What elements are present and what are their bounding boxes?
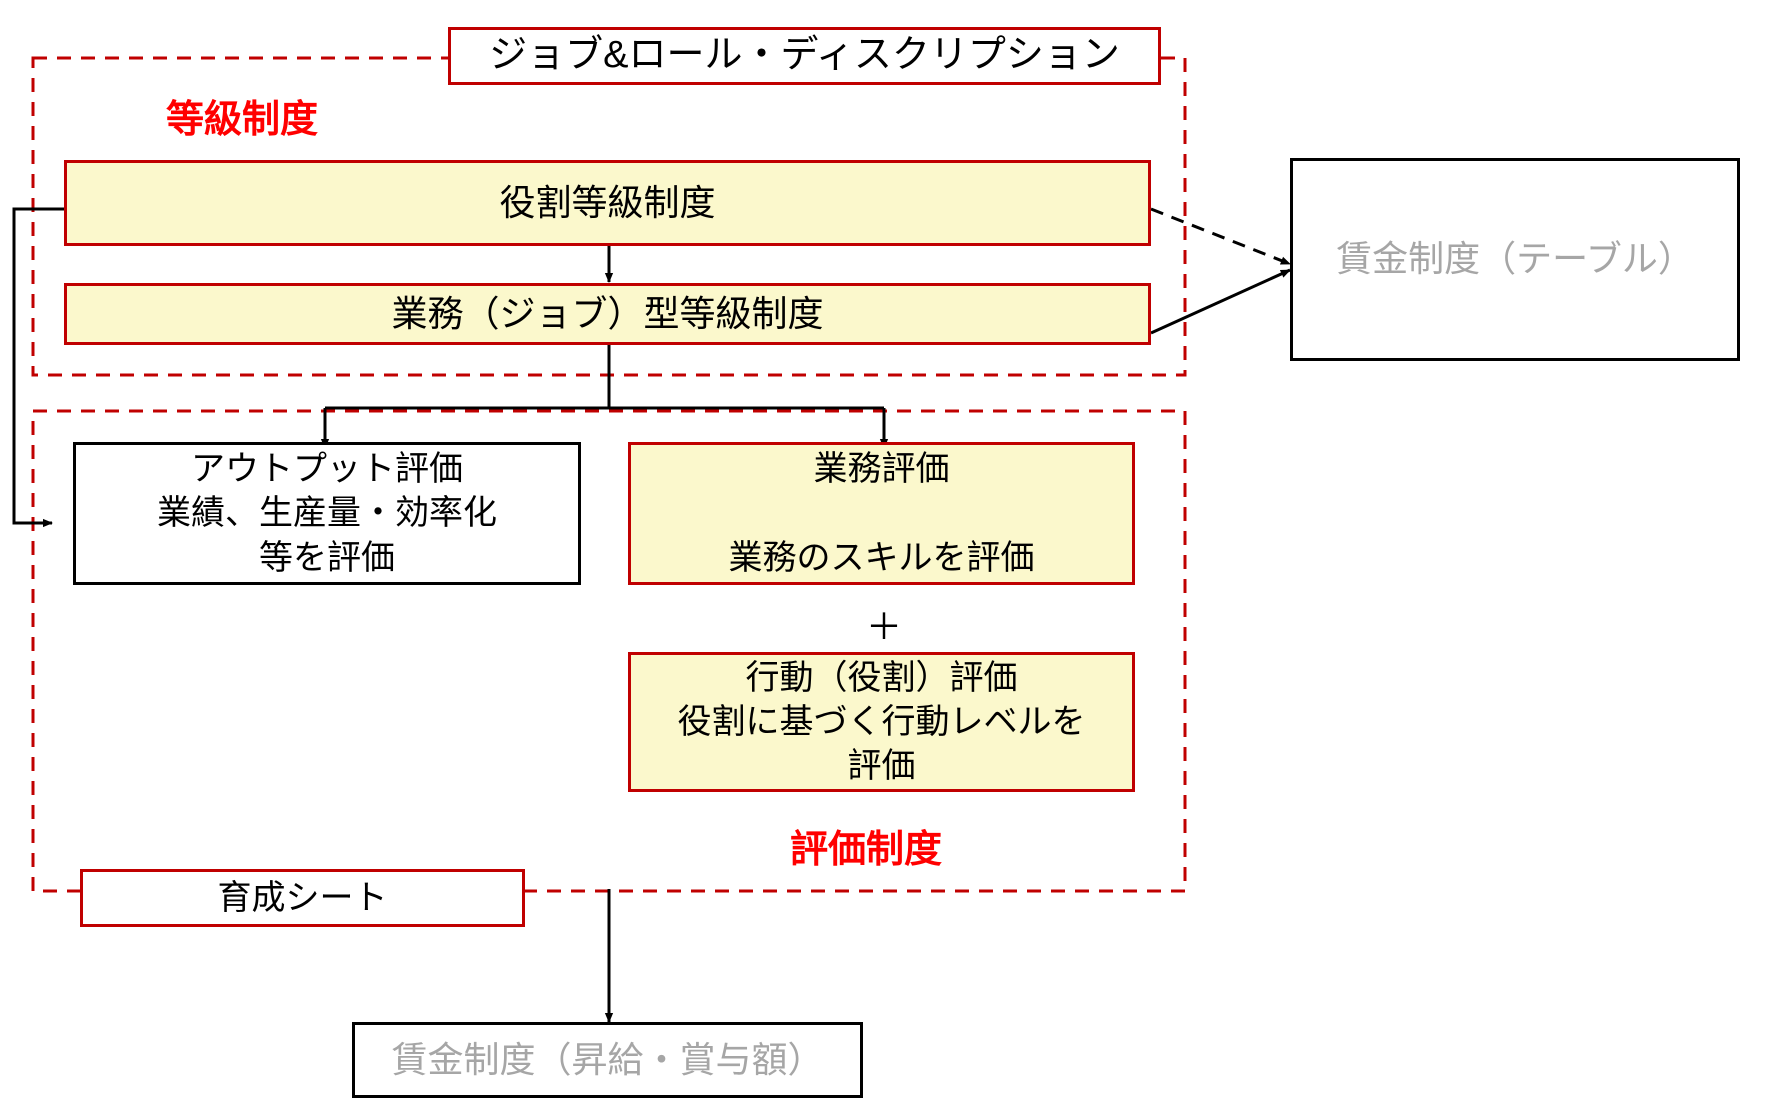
connector-job-to-evaluations	[323, 345, 886, 440]
output-evaluation-text: アウトプット評価 業績、生産量・効率化 等を評価	[157, 450, 497, 577]
grading-system-section-label: 等級制度	[166, 99, 319, 141]
output-evaluation-box[interactable]: アウトプット評価 業績、生産量・効率化 等を評価	[73, 442, 581, 585]
connector-role-to-wage-table-dashed	[1150, 207, 1291, 266]
role-grade-system-box[interactable]: 役割等級制度	[64, 160, 1151, 246]
job-role-description-label: ジョブ&ロール・ディスクリプション	[489, 34, 1120, 77]
plus-operator: ＋	[865, 606, 902, 647]
wage-amount-box[interactable]: 賃金制度（昇給・賞与額）	[352, 1022, 863, 1098]
development-sheet-label: 育成シート	[217, 878, 388, 917]
wage-table-label: 賃金制度（テーブル）	[1336, 238, 1694, 280]
behavior-evaluation-box[interactable]: 行動（役割）評価 役割に基づく行動レベルを 評価	[628, 652, 1135, 792]
job-type-grade-system-box[interactable]: 業務（ジョブ）型等級制度	[64, 283, 1151, 345]
wage-table-box[interactable]: 賃金制度（テーブル）	[1290, 158, 1740, 361]
task-evaluation-box[interactable]: 業務評価 業務のスキルを評価	[628, 442, 1135, 585]
role-grade-system-label: 役割等級制度	[499, 181, 716, 223]
behavior-evaluation-text: 行動（役割）評価 役割に基づく行動レベルを 評価	[677, 658, 1086, 786]
job-role-description-box[interactable]: ジョブ&ロール・ディスクリプション	[448, 27, 1161, 85]
development-sheet-box[interactable]: 育成シート	[80, 869, 525, 927]
wage-amount-label: 賃金制度（昇給・賞与額）	[391, 1038, 824, 1080]
task-evaluation-text: 業務評価 業務のスキルを評価	[728, 450, 1035, 577]
connector-left-feedback	[12, 207, 64, 528]
evaluation-system-section-label: 評価制度	[790, 829, 943, 871]
job-type-grade-system-label: 業務（ジョブ）型等級制度	[391, 292, 824, 334]
connector-job-to-wage-table	[1150, 268, 1291, 335]
